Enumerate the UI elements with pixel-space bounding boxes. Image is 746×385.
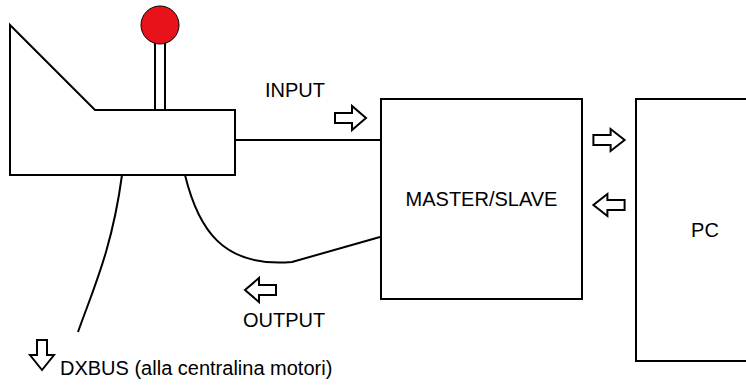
signal-label: DXBUS (alla centralina motori) bbox=[60, 358, 332, 378]
output-wire bbox=[185, 175, 380, 263]
pc-box: PC bbox=[635, 98, 746, 362]
input-wire bbox=[235, 139, 380, 141]
hollow-arrow bbox=[335, 106, 366, 130]
lever-line bbox=[154, 42, 156, 110]
lever-line bbox=[164, 42, 166, 110]
controller-box: MASTER/SLAVE bbox=[380, 98, 583, 300]
hollow-arrow bbox=[30, 340, 54, 370]
node-label: MASTER/SLAVE bbox=[406, 188, 558, 211]
hollow-arrow-connector bbox=[593, 129, 624, 151]
hollow-arrow-connector bbox=[593, 194, 624, 216]
signal-label: OUTPUT bbox=[243, 310, 325, 330]
dxbus-wire bbox=[78, 175, 122, 332]
lever-knob bbox=[141, 6, 179, 44]
hollow-arrow bbox=[245, 278, 276, 302]
node-label: PC bbox=[691, 219, 719, 242]
joystick-body bbox=[10, 25, 235, 175]
signal-label: INPUT bbox=[265, 80, 325, 100]
